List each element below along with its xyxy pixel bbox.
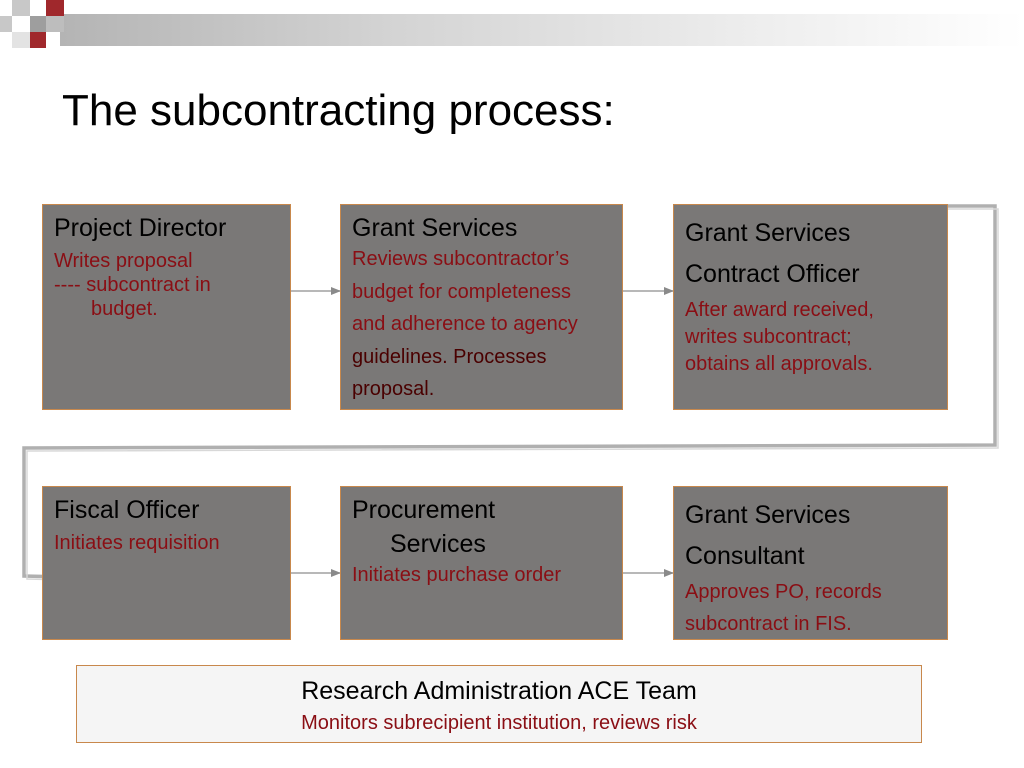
team-box: Research Administration ACE Team Monitor…: [76, 665, 922, 743]
desc-line: subcontract in FIS.: [685, 613, 852, 635]
box-grant-services-desc: Reviews subcontractor’s budget for compl…: [352, 243, 612, 406]
title-line: Services: [390, 530, 486, 558]
logo-square-top-right: [46, 0, 64, 16]
slide-title: The subcontracting process:: [62, 86, 615, 135]
box-contract-officer-desc: After award received, writes subcontract…: [685, 297, 937, 378]
header-gradient-bar: [60, 14, 1024, 46]
desc-line: Reviews subcontractor’s: [352, 248, 570, 270]
logo-square-fade: [12, 32, 30, 48]
box-contract-officer-title: Grant Services Contract Officer: [685, 213, 937, 295]
title-line: Grant Services: [685, 219, 851, 247]
box-procurement-desc: Initiates purchase order: [352, 563, 612, 587]
box-fiscal-officer-desc: Initiates requisition: [54, 531, 280, 555]
desc-line: After award received,: [685, 299, 874, 321]
team-title: Research Administration ACE Team: [301, 677, 697, 705]
logo-square-bottom-right: [46, 16, 64, 32]
box-fiscal-officer-title: Fiscal Officer: [54, 496, 200, 524]
desc-line: guidelines. Processes: [352, 345, 547, 368]
logo-square-accent-bottom: [30, 32, 46, 48]
box-consultant-title: Grant Services Consultant: [685, 495, 937, 577]
box-consultant: Grant Services Consultant Approves PO, r…: [673, 486, 948, 640]
team-desc: Monitors subrecipient institution, revie…: [301, 712, 697, 734]
desc-line: Approves PO, records: [685, 581, 882, 603]
elbow-connector-row1-to-row2: [22, 204, 997, 580]
title-line: Procurement: [352, 496, 496, 524]
box-fiscal-officer: Fiscal Officer Initiates requisition: [42, 486, 291, 640]
box-procurement-title: Procurement Services: [352, 493, 612, 561]
desc-line: writes subcontract;: [685, 326, 852, 348]
box-project-director: Project Director Writes proposal ---- su…: [42, 204, 291, 410]
logo-square-bottom-left: [0, 16, 12, 32]
box-grant-services-title: Grant Services: [352, 214, 518, 242]
desc-line: Initiates purchase order: [352, 564, 562, 586]
desc-line: Initiates requisition: [54, 532, 220, 554]
desc-line: proposal.: [352, 378, 435, 400]
logo-square-top-left: [12, 0, 30, 16]
desc-line: budget for completeness: [352, 280, 572, 303]
logo-square-middle: [30, 16, 46, 32]
desc-line: obtains all approvals.: [685, 353, 873, 375]
desc-line: budget.: [91, 298, 158, 320]
desc-line: and adherence to agency: [352, 313, 578, 335]
desc-line: ---- subcontract in: [54, 274, 211, 296]
box-procurement: Procurement Services Initiates purchase …: [340, 486, 623, 640]
title-line: Grant Services: [685, 501, 851, 529]
title-line: Consultant: [685, 542, 805, 570]
title-line: Contract Officer: [685, 260, 860, 288]
box-project-director-title: Project Director: [54, 214, 227, 242]
desc-line: Writes proposal: [54, 250, 193, 272]
box-consultant-desc: Approves PO, records subcontract in FIS.: [685, 576, 937, 639]
box-grant-services: Grant Services Reviews subcontractor’s b…: [340, 204, 623, 410]
box-contract-officer: Grant Services Contract Officer After aw…: [673, 204, 948, 410]
elbow-connector-shadow: [26, 208, 999, 582]
box-project-director-desc: Writes proposal ---- subcontract in budg…: [54, 249, 280, 321]
